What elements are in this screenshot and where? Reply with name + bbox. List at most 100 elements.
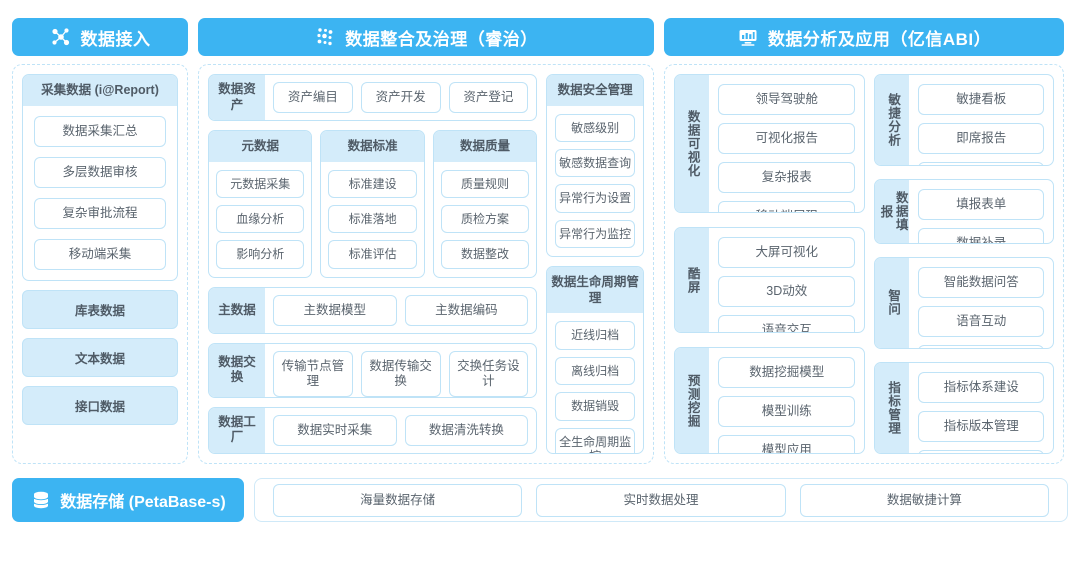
storage-item-realtime-processing[interactable]: 实时数据处理 [536, 483, 786, 517]
database-stack-icon [30, 489, 52, 511]
item-exchange-task-design[interactable]: 交换任务设计 [448, 350, 529, 397]
item-standard-landing[interactable]: 标准落地 [328, 205, 417, 234]
item-lineage-analysis[interactable]: 血缘分析 [216, 205, 305, 234]
item-visual-report[interactable]: 可视化报告 [718, 123, 856, 154]
item-model-training[interactable]: 模型训练 [718, 396, 856, 428]
item-metric-data-analysis[interactable]: 指标数据分析 [918, 449, 1044, 453]
banner-data-governance[interactable]: 数据整合及治理（睿治） [198, 18, 654, 56]
item-sensitive-query[interactable]: 敏感数据查询 [555, 149, 635, 178]
card-data-quality: 数据质量 质量规则 质检方案 数据整改 [432, 130, 538, 278]
item-abnormal-monitor[interactable]: 异常行为监控 [555, 219, 635, 249]
group-agile-analysis: 敏捷分析 敏捷看板 即席报告 幻灯片报告 [874, 74, 1054, 167]
storage-badge[interactable]: 数据存储 (PetaBase-s) [12, 478, 244, 522]
item-data-supplement[interactable]: 数据补录 [918, 228, 1044, 243]
item-multilayer-audit[interactable]: 多层数据审核 [34, 156, 166, 188]
item-data-rectify[interactable]: 数据整改 [440, 240, 530, 269]
group-data-asset: 数据资产 资产编目 资产开发 资产登记 资产标签 资产服务 [208, 74, 538, 122]
item-metric-system-build[interactable]: 指标体系建设 [918, 371, 1044, 403]
banner-data-ingestion[interactable]: 数据接入 [12, 18, 188, 56]
item-realtime-collect[interactable]: 数据实时采集 [273, 414, 397, 446]
item-knowledge-graph[interactable]: 知识图谱 [918, 344, 1044, 348]
item-data-encrypt[interactable]: 数据加密 [273, 452, 397, 453]
item-data-transfer[interactable]: 数据传输交换 [360, 350, 441, 397]
extra-table-data[interactable]: 库表数据 [22, 289, 178, 329]
item-master-distribute[interactable]: 主数据分发 [404, 332, 529, 333]
group-label: 指标管理 [875, 362, 910, 453]
group-smart-qa: 智问 智能数据问答 语音互动 知识图谱 [874, 256, 1054, 349]
card-title: 数据安全管理 [547, 75, 643, 106]
item-sensitive-level[interactable]: 敏感级别 [555, 113, 635, 143]
group-label: 酷屏 [675, 227, 709, 333]
card-data-security: 数据安全管理 敏感级别 敏感数据查询 异常行为设置 异常行为监控 [546, 74, 644, 258]
group-cool-screen: 酷屏 大屏可视化 3D动效 语音交互 [674, 226, 866, 334]
item-mobile-collect[interactable]: 移动端采集 [34, 238, 166, 270]
item-complex-approval[interactable]: 复杂审批流程 [34, 197, 166, 229]
card-title: 采集数据 (i@Report) [23, 75, 177, 106]
item-adhoc-report[interactable]: 即席报告 [918, 123, 1044, 154]
item-nearline-archive[interactable]: 近线归档 [555, 321, 635, 350]
item-mobile-display[interactable]: 移动端展现 [718, 201, 856, 212]
triple-card-row: 元数据 元数据采集 血缘分析 影响分析 数据标准 标准建设 标准落地 [208, 130, 538, 278]
item-complex-report[interactable]: 复杂报表 [718, 162, 856, 193]
group-predictive-mining: 预测挖掘 数据挖掘模型 模型训练 模型应用 [674, 347, 866, 454]
item-standard-assess[interactable]: 标准评估 [328, 240, 417, 269]
item-model-application[interactable]: 模型应用 [718, 435, 856, 454]
extra-text-data[interactable]: 文本数据 [22, 337, 178, 377]
item-asset-tag[interactable]: 资产标签 [273, 120, 397, 121]
item-asset-register[interactable]: 资产登记 [448, 82, 529, 113]
banner-title: 数据接入 [80, 29, 151, 49]
item-metric-version-mgmt[interactable]: 指标版本管理 [918, 410, 1044, 442]
item-voice-interaction[interactable]: 语音交互 [718, 314, 856, 333]
item-impact-analysis[interactable]: 影响分析 [216, 240, 305, 269]
item-offline-archive[interactable]: 离线归档 [555, 356, 635, 386]
card-metadata: 元数据 元数据采集 血缘分析 影响分析 [208, 130, 313, 278]
item-leader-cockpit[interactable]: 领导驾驶舱 [718, 84, 856, 115]
item-smart-data-qa[interactable]: 智能数据问答 [918, 266, 1044, 298]
item-master-code[interactable]: 主数据编码 [404, 294, 529, 326]
item-big-screen-visual[interactable]: 大屏可视化 [718, 236, 856, 268]
item-clean-transform[interactable]: 数据清洗转换 [404, 414, 529, 446]
item-abnormal-setting[interactable]: 异常行为设置 [555, 184, 635, 213]
item-agile-dashboard[interactable]: 敏捷看板 [918, 84, 1044, 115]
group-label: 数据可视化 [675, 75, 709, 212]
panel-data-analysis: 数据可视化 领导驾驶舱 可视化报告 复杂报表 移动端展现 酷屏 大屏可视化 3D… [664, 64, 1064, 464]
item-asset-service[interactable]: 资产服务 [404, 120, 529, 121]
item-voice-interactive[interactable]: 语音互动 [918, 305, 1044, 337]
item-collect-summary[interactable]: 数据采集汇总 [34, 115, 166, 147]
item-data-destroy[interactable]: 数据销毁 [555, 392, 635, 421]
item-quality-plan[interactable]: 质检方案 [440, 205, 530, 234]
extra-api-data[interactable]: 接口数据 [22, 385, 178, 425]
item-master-model[interactable]: 主数据模型 [273, 294, 397, 326]
item-3d-effects[interactable]: 3D动效 [718, 275, 856, 307]
card-body: 数据采集汇总 多层数据审核 复杂审批流程 移动端采集 [23, 106, 177, 280]
storage-item-mass-storage[interactable]: 海量数据存储 [273, 483, 523, 517]
item-data-mask[interactable]: 数据脱敏 [404, 452, 529, 453]
item-master-maintain[interactable]: 主数据维护 [273, 332, 397, 333]
item-slide-report[interactable]: 幻灯片报告 [918, 162, 1044, 166]
card-title: 数据标准 [321, 131, 424, 162]
governance-side-column: 数据安全管理 敏感级别 敏感数据查询 异常行为设置 异常行为监控 数据生命周期管… [546, 74, 644, 454]
item-standard-build[interactable]: 标准建设 [328, 169, 417, 199]
banner-data-analysis[interactable]: 数据分析及应用（亿信ABI） [664, 18, 1064, 56]
governance-main-column: 数据资产 资产编目 资产开发 资产登记 资产标签 资产服务 [208, 74, 538, 454]
banner-title: 数据整合及治理（睿治） [345, 29, 538, 49]
storage-items-panel: 海量数据存储 实时数据处理 数据敏捷计算 [254, 478, 1068, 522]
item-lifecycle-monitor[interactable]: 全生命周期监控 [555, 427, 635, 454]
group-label: 智问 [875, 257, 910, 348]
data-governance-dots-icon [314, 26, 336, 48]
item-asset-catalog[interactable]: 资产编目 [273, 82, 353, 113]
group-data-exchange: 数据交换 传输节点管理 数据传输交换 交换任务设计 任务调度管理 交换监控 [208, 342, 538, 398]
item-fill-form[interactable]: 填报表单 [918, 189, 1044, 221]
banner-row: 数据接入 数据整合及治理（睿治） [0, 0, 1080, 56]
storage-title: 数据存储 (PetaBase-s) [60, 494, 226, 511]
item-transfer-node-mgmt[interactable]: 传输节点管理 [273, 350, 353, 397]
item-asset-dev[interactable]: 资产开发 [360, 82, 441, 113]
item-mining-model[interactable]: 数据挖掘模型 [718, 357, 856, 389]
storage-item-agile-compute[interactable]: 数据敏捷计算 [799, 483, 1049, 517]
group-master-data: 主数据 主数据模型 主数据编码 主数据维护 主数据分发 [208, 286, 538, 334]
card-title: 元数据 [209, 131, 312, 162]
group-label: 数据资产 [209, 75, 265, 121]
panel-data-governance: 数据资产 资产编目 资产开发 资产登记 资产标签 资产服务 [198, 64, 654, 464]
item-metadata-collect[interactable]: 元数据采集 [216, 169, 305, 199]
item-quality-rule[interactable]: 质量规则 [440, 169, 530, 199]
